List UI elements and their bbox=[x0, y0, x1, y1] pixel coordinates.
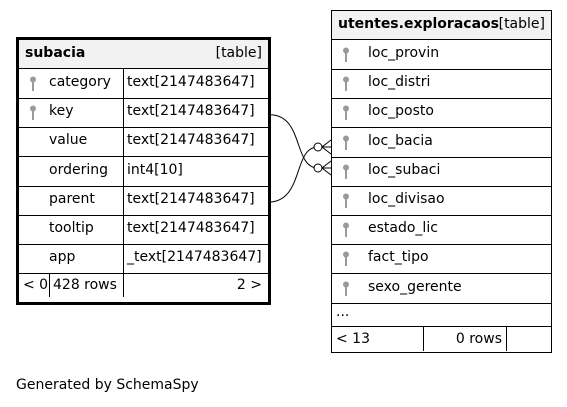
table-footer: < 13 0 rows bbox=[332, 327, 551, 351]
column-row-category[interactable]: category text[2147483647] bbox=[19, 69, 268, 99]
column-type: text[2147483647] bbox=[127, 74, 255, 90]
column-name: loc_divisao bbox=[368, 191, 445, 207]
column-row-loc_subaci[interactable]: loc_subaci bbox=[332, 157, 551, 187]
divider bbox=[506, 327, 507, 351]
divider bbox=[123, 69, 124, 98]
key-icon bbox=[343, 164, 349, 179]
column-name: parent bbox=[49, 190, 95, 207]
key-icon bbox=[30, 76, 36, 91]
column-name: value bbox=[49, 132, 88, 149]
key-icon bbox=[343, 47, 349, 62]
children-count[interactable]: 2 > bbox=[236, 277, 262, 293]
column-type: text[2147483647] bbox=[127, 132, 255, 149]
column-row-loc_distri[interactable]: loc_distri bbox=[332, 69, 551, 100]
column-row-loc_divisao[interactable]: loc_divisao bbox=[332, 186, 551, 216]
divider bbox=[423, 327, 424, 351]
table-subacia[interactable]: subacia [table] category text[2147483647]… bbox=[16, 37, 271, 305]
column-row-app[interactable]: app _text[2147483647] bbox=[19, 244, 268, 275]
table-name: subacia bbox=[25, 45, 86, 61]
key-icon bbox=[343, 193, 349, 208]
table-header[interactable]: subacia [table] bbox=[19, 40, 268, 69]
divider bbox=[123, 127, 124, 157]
column-row-parent[interactable]: parent text[2147483647] bbox=[19, 185, 268, 216]
column-name: ordering bbox=[49, 161, 108, 178]
relation-key-to-loc-subaci bbox=[264, 114, 331, 169]
column-name: estado_lic bbox=[368, 220, 438, 237]
table-kind: [table] bbox=[215, 45, 262, 61]
column-row-loc_bacia[interactable]: loc_bacia bbox=[332, 128, 551, 158]
divider bbox=[123, 156, 124, 186]
relation-parent-to-loc-bacia bbox=[264, 146, 331, 203]
column-name: loc_subaci bbox=[368, 161, 441, 178]
key-icon bbox=[343, 76, 349, 92]
column-type: text[2147483647] bbox=[127, 220, 255, 236]
column-row-fact_tipo[interactable]: fact_tipo bbox=[332, 244, 551, 275]
column-name: key bbox=[49, 103, 74, 120]
key-icon bbox=[343, 281, 349, 296]
relation-parent-crow-circle bbox=[313, 142, 323, 152]
divider bbox=[123, 244, 124, 274]
column-type: int4[10] bbox=[127, 161, 183, 178]
row-count: 0 rows bbox=[455, 331, 502, 347]
table-header[interactable]: utentes.exploracaos [table] bbox=[332, 11, 551, 40]
parents-count[interactable]: < 0 bbox=[23, 277, 49, 293]
divider bbox=[123, 98, 124, 128]
divider bbox=[123, 185, 124, 215]
column-name: sexo_gerente bbox=[368, 278, 462, 295]
table-name: utentes.exploracaos bbox=[338, 16, 499, 32]
key-icon bbox=[343, 222, 349, 238]
parents-count[interactable]: < 13 bbox=[336, 331, 370, 347]
key-icon bbox=[30, 105, 36, 121]
table-footer: < 0 428 rows 2 > bbox=[19, 273, 268, 297]
column-type: _text[2147483647] bbox=[127, 249, 262, 266]
key-icon bbox=[343, 251, 349, 267]
column-type: text[2147483647] bbox=[127, 103, 255, 120]
column-name: fact_tipo bbox=[368, 249, 429, 266]
column-row-tooltip[interactable]: tooltip text[2147483647] bbox=[19, 215, 268, 245]
more-columns-ellipsis: ... bbox=[336, 304, 350, 320]
column-name: category bbox=[49, 74, 111, 90]
column-name: loc_posto bbox=[368, 103, 434, 120]
generated-by-caption: Generated by SchemaSpy bbox=[16, 377, 199, 393]
column-name: app bbox=[49, 249, 76, 266]
divider bbox=[123, 215, 124, 244]
column-type: text[2147483647] bbox=[127, 190, 255, 207]
row-count: 428 rows bbox=[53, 277, 117, 293]
column-name: loc_distri bbox=[368, 74, 431, 91]
divider bbox=[123, 273, 124, 297]
relation-key-crow-circle bbox=[313, 163, 323, 173]
column-row-loc_posto[interactable]: loc_posto bbox=[332, 98, 551, 129]
column-name: loc_bacia bbox=[368, 132, 433, 149]
key-icon bbox=[343, 105, 349, 121]
relation-key-crowfoot bbox=[321, 160, 332, 176]
column-row-ordering[interactable]: ordering int4[10] bbox=[19, 156, 268, 187]
column-row-sexo_gerente[interactable]: sexo_gerente bbox=[332, 274, 551, 304]
column-row-value[interactable]: value text[2147483647] bbox=[19, 127, 268, 158]
more-columns-row: ... bbox=[332, 302, 551, 327]
column-row-key[interactable]: key text[2147483647] bbox=[19, 98, 268, 129]
relation-parent-crowfoot bbox=[321, 139, 332, 155]
column-row-loc_provin[interactable]: loc_provin bbox=[332, 40, 551, 70]
key-icon bbox=[343, 135, 349, 150]
table-kind: [table] bbox=[498, 16, 545, 32]
divider bbox=[49, 273, 50, 297]
column-row-estado_lic[interactable]: estado_lic bbox=[332, 215, 551, 246]
column-name: loc_provin bbox=[368, 45, 440, 61]
column-name: tooltip bbox=[49, 220, 94, 236]
